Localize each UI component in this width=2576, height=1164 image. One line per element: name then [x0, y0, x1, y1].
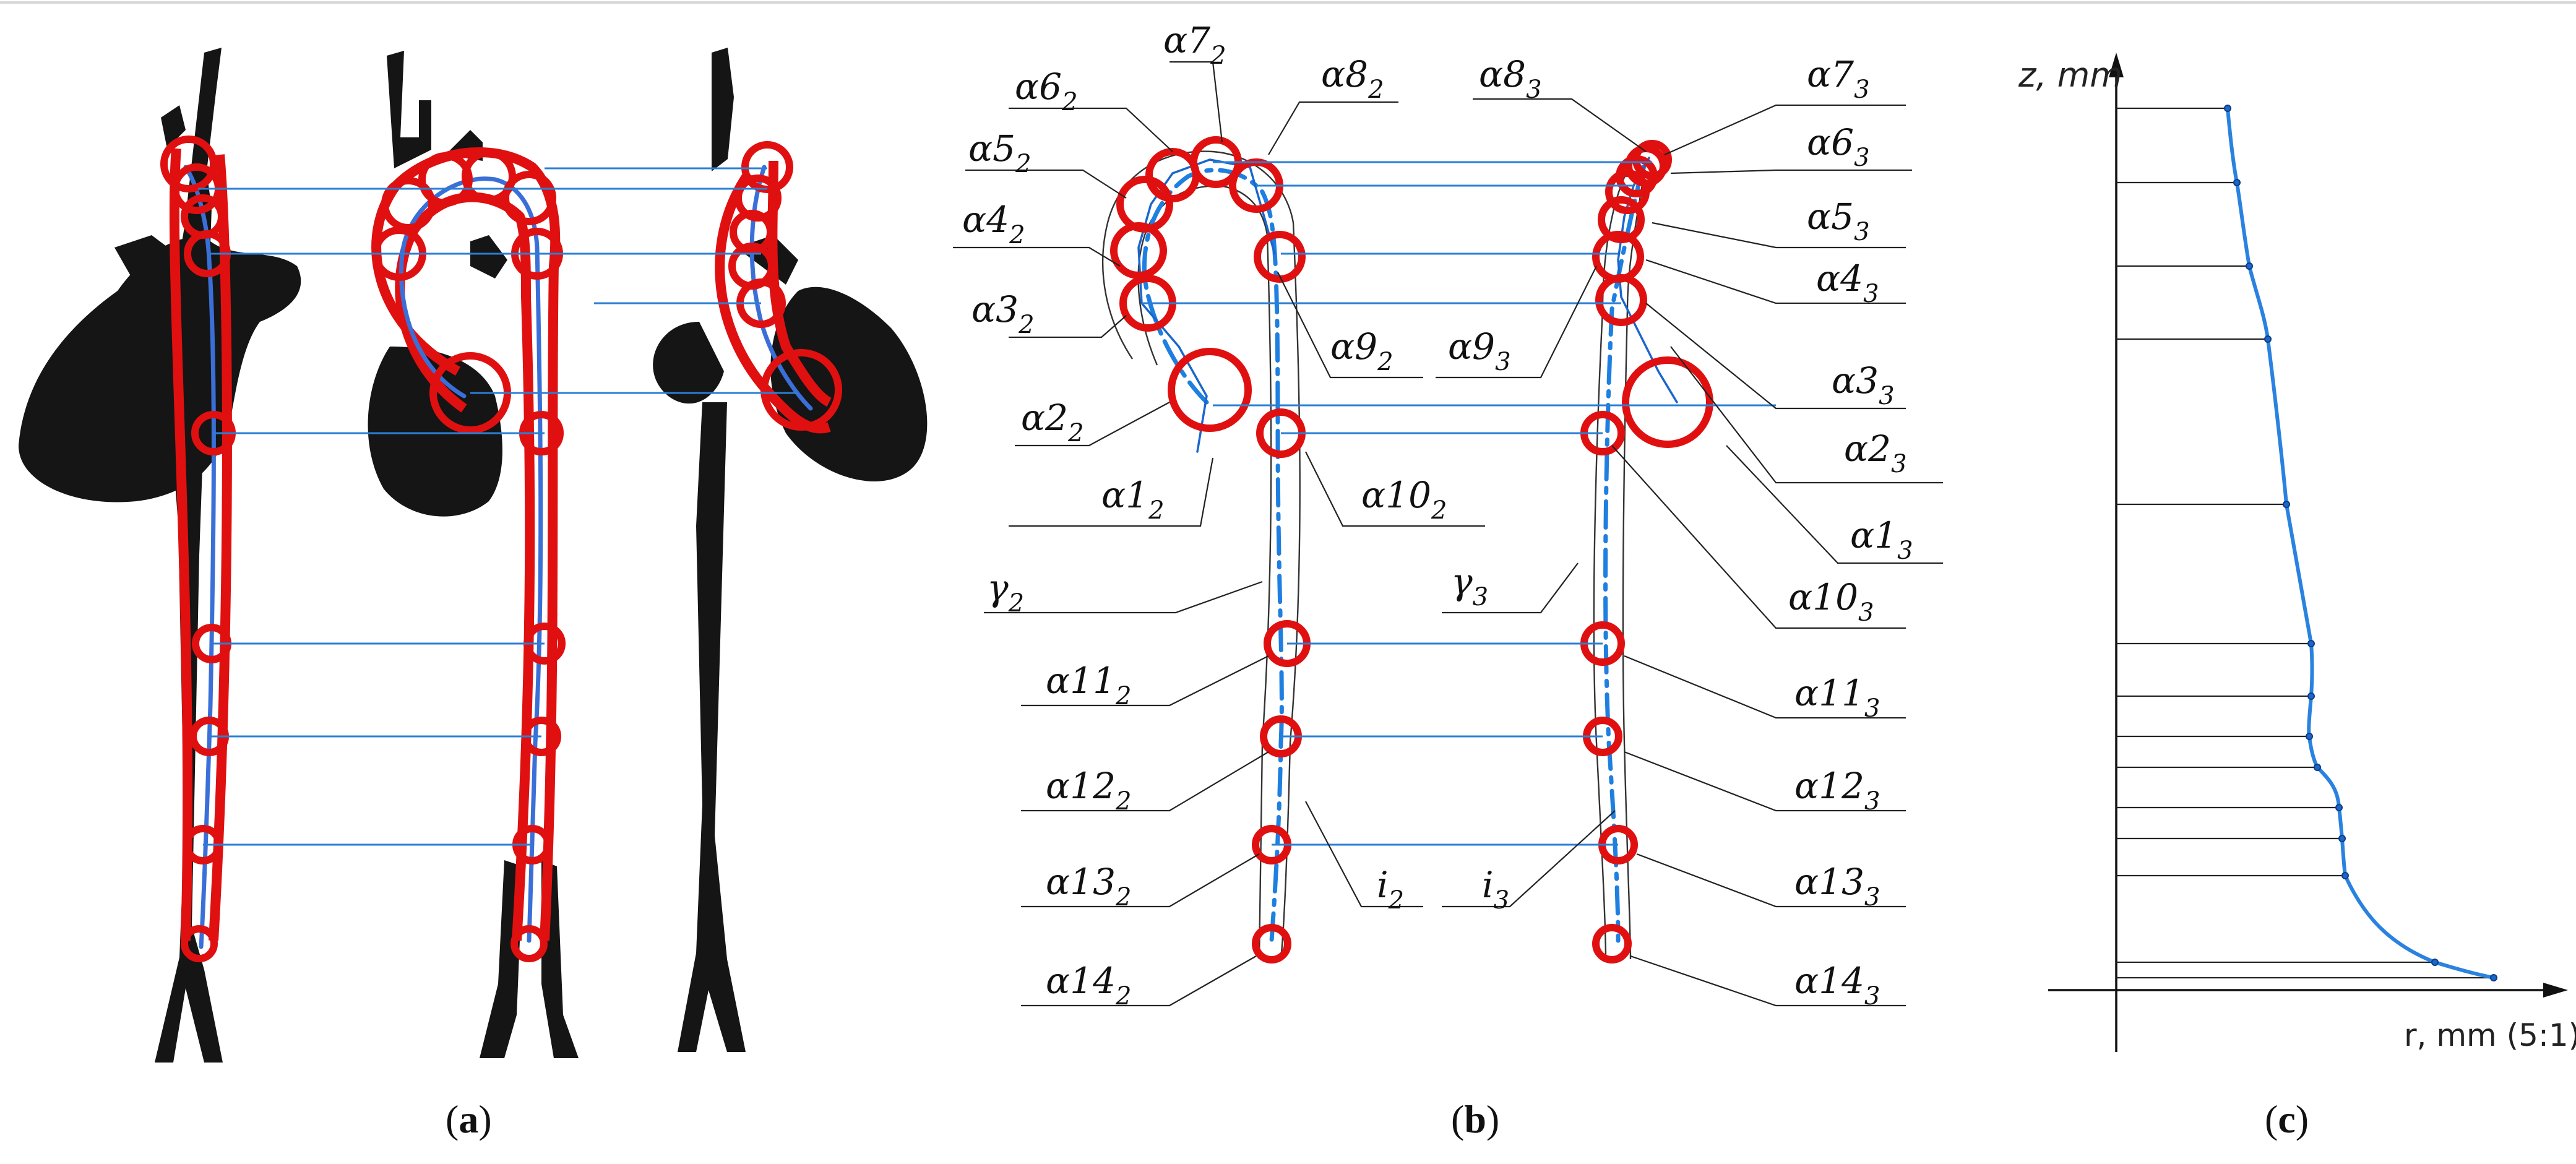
panel-b-guide-lines: [1142, 161, 1776, 846]
label-a8-2: α82: [1321, 53, 1384, 104]
label-a3-2: α32: [971, 288, 1035, 339]
label-a13-3: α133: [1794, 861, 1880, 912]
label-a6-2: α62: [1015, 66, 1078, 116]
label-g-3: γ3: [1451, 561, 1488, 611]
z-axis-arrow: [2109, 53, 2124, 77]
label-a1-2: α12: [1101, 474, 1165, 525]
label-a13-2: α132: [1046, 861, 1131, 912]
aorta-mesh-front: [19, 48, 301, 1063]
panel-label-c: (c): [2265, 1097, 2309, 1141]
label-i-2: i2: [1377, 864, 1404, 915]
label-a3-3: α33: [1832, 360, 1895, 410]
panel-b-schematic: α72 α62 α82 α52 α42 α32 α92 α22 α12 α102…: [953, 19, 1943, 1011]
label-a5-3: α53: [1807, 196, 1870, 246]
label-a1-3: α13: [1850, 514, 1913, 565]
labels-right: α83 α73 α63 α53 α43 α93 α33 α23 α13 γ3 α…: [1448, 53, 1913, 1011]
label-a10-2: α102: [1361, 474, 1447, 525]
label-a5-2: α52: [968, 127, 1032, 178]
labels-left: α72 α62 α82 α52 α42 α32 α92 α22 α12 α102…: [962, 19, 1447, 1011]
section-lines: [2116, 107, 2494, 979]
label-a12-2: α122: [1046, 765, 1131, 816]
label-a6-3: α63: [1807, 121, 1870, 172]
label-a7-2: α72: [1163, 19, 1226, 70]
label-g-2: γ2: [987, 567, 1024, 618]
label-a2-2: α22: [1021, 397, 1084, 447]
label-a9-2: α92: [1330, 325, 1394, 376]
label-i-3: i3: [1482, 864, 1509, 915]
right-circles: [1580, 140, 1713, 964]
leaders-right: [1436, 98, 1943, 1007]
aorta-mesh-side: [653, 48, 928, 1052]
panel-a-aorta-models: [19, 48, 928, 1063]
label-a14-3: α143: [1794, 960, 1880, 1011]
vessel-wall-left-inner: [1137, 184, 1272, 960]
z-axis-label: z, mm: [2018, 56, 2122, 95]
label-a14-2: α142: [1046, 960, 1131, 1011]
r-axis-arrow: [2543, 983, 2568, 998]
label-a4-2: α42: [962, 199, 1025, 249]
label-a9-3: α93: [1448, 325, 1511, 376]
curve-points: [2224, 105, 2497, 981]
label-a11-3: α113: [1794, 672, 1880, 723]
panel-c-radius-profile: z, mm r, mm (5:1): [2018, 53, 2576, 1053]
label-a4-3: α43: [1816, 257, 1879, 308]
label-a8-3: α83: [1479, 53, 1542, 104]
label-a12-3: α123: [1794, 765, 1880, 816]
leaders-left: [953, 61, 1485, 1007]
label-a7-3: α73: [1807, 53, 1870, 104]
centerline-i3: [1603, 165, 1645, 943]
label-a2-3: α23: [1844, 428, 1907, 478]
vessel-wall-left-outer: [1101, 150, 1301, 960]
r-axis-label: r, mm (5:1): [2404, 1017, 2576, 1053]
label-a11-2: α112: [1046, 660, 1131, 710]
aorta-mesh-center: [368, 51, 579, 1058]
radius-curve: [2226, 108, 2494, 980]
vessel-wall-right-inner: [1622, 160, 1647, 960]
panel-label-b: (b): [1451, 1097, 1499, 1141]
panel-a-guide-lines: [198, 167, 798, 846]
label-a10-3: α103: [1788, 576, 1874, 627]
panel-label-a: (a): [446, 1097, 492, 1141]
vessel-wall-right-outer: [1593, 160, 1634, 960]
